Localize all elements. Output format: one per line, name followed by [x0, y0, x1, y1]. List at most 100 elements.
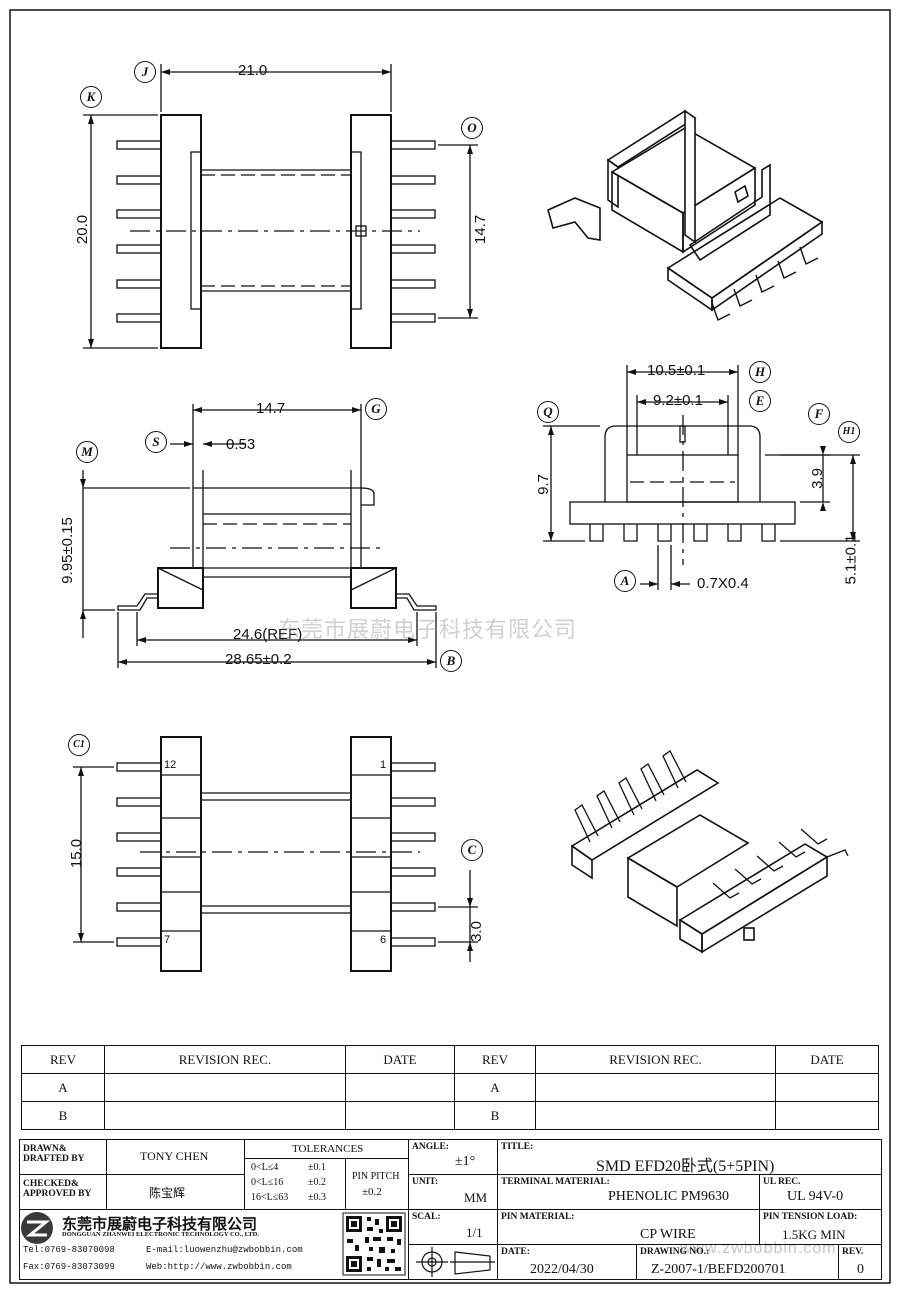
pin-pitch-label: PIN PITCH	[352, 1171, 400, 1182]
tension-cell: PIN TENSION LOAD: 1.5KG MIN	[759, 1209, 882, 1245]
dim-bottom-height: 15.0	[68, 838, 86, 869]
bubble-m: M	[76, 441, 98, 463]
dim-front-height: 9.95±0.15	[58, 517, 76, 584]
drawn-label: DRAWN& DRAFTED BY	[23, 1144, 85, 1164]
dim-top-pitch: 14.7	[472, 214, 490, 245]
rev-cell: REV. 0	[838, 1244, 882, 1280]
rev-cell: A	[21, 1073, 105, 1102]
bubble-j: J	[134, 61, 156, 83]
dim-front-offset: 0.53	[226, 436, 256, 453]
revision-rec-header-2: REVISION REC.	[535, 1045, 776, 1074]
tol-range-2: 0<L≤16	[251, 1177, 284, 1188]
tolerances-header-cell: TOLERANCES	[244, 1139, 409, 1159]
date-cell	[775, 1073, 879, 1102]
drawn-value: TONY CHEN	[140, 1149, 209, 1163]
tol-range-3: 16<L≤63	[251, 1192, 289, 1203]
revision-rec-cell	[535, 1073, 776, 1102]
pin-pitch-value: ±0.2	[362, 1186, 382, 1198]
dim-top-height: 20.0	[74, 214, 92, 245]
pin-label-1: 1	[380, 759, 387, 771]
dim-pin-size: 0.7X0.4	[697, 575, 749, 592]
projection-cell	[408, 1244, 498, 1280]
rev-cell: B	[454, 1101, 536, 1130]
revision-table: REV REVISION REC. DATE REV REVISION REC.…	[21, 1045, 879, 1130]
company-name-cn: 东莞市展蔚电子科技有限公司	[62, 1216, 258, 1233]
dim-side-inner: 9.2±0.1	[653, 392, 703, 409]
dim-total-width: 28.65±0.2	[225, 651, 292, 668]
rev-value: 0	[857, 1262, 864, 1277]
ul-cell: UL REC. UL 94V-0	[759, 1174, 882, 1210]
unit-label: UNIT:	[412, 1177, 439, 1187]
rev-header: REV	[21, 1045, 105, 1074]
revision-header-row: REV REVISION REC. DATE REV REVISION REC.…	[21, 1045, 879, 1074]
qr-code	[342, 1212, 406, 1276]
angle-cell: ANGLE: ±1°	[408, 1139, 498, 1175]
company-name-en: DONGGUAN ZHANWEI ELECTRONIC TECHNOLOGY C…	[62, 1231, 259, 1238]
bubble-s: S	[145, 431, 167, 453]
projection-symbol	[416, 1247, 495, 1277]
iso-view-bottom	[570, 750, 849, 954]
drawing-number-label: DRAWING NO.:	[640, 1247, 710, 1257]
drawing-number-value: Z-2007-1/BEFD200701	[651, 1262, 786, 1277]
drawing-title: SMD EFD20卧式(5+5PIN)	[596, 1158, 775, 1175]
front-view	[82, 404, 437, 668]
revision-row: A A	[21, 1073, 879, 1102]
tolerances-values-cell: 0<L≤4 ±0.1 0<L≤16 ±0.2 16<L≤63 ±0.3	[244, 1158, 346, 1210]
terminal-material-cell: TERMINAL MATERIAL: PHENOLIC PM9630	[497, 1174, 760, 1210]
bubble-o: O	[461, 117, 483, 139]
company-web: Web:http://www.zwbobbin.com	[146, 1262, 292, 1272]
iso-view-top	[547, 109, 824, 321]
tension-label: PIN TENSION LOAD:	[763, 1212, 858, 1222]
dim-bottom-pitch: 3.0	[467, 921, 485, 942]
bubble-b: B	[440, 650, 462, 672]
bubble-f: F	[808, 403, 830, 425]
checked-label-cell: CHECKED& APPROVED BY	[19, 1174, 107, 1210]
title-cell: TITLE: SMD EFD20卧式(5+5PIN)	[497, 1139, 882, 1175]
tension-value: 1.5KG MIN	[782, 1227, 846, 1242]
company-logo	[21, 1212, 53, 1244]
bubble-a: A	[614, 570, 636, 592]
pin-material-label: PIN MATERIAL:	[501, 1212, 575, 1222]
bubble-h: H	[749, 361, 771, 383]
watermark-company: 东莞市展蔚电子科技有限公司	[278, 617, 578, 642]
revision-rec-cell	[535, 1101, 776, 1130]
ul-value: UL 94V-0	[787, 1189, 844, 1204]
top-view	[83, 64, 478, 349]
tol-value-3: ±0.3	[308, 1192, 326, 1203]
terminal-material-value: PHENOLIC PM9630	[608, 1189, 729, 1204]
rev-cell: A	[454, 1073, 536, 1102]
title-label: TITLE:	[501, 1142, 534, 1152]
revision-rec-cell	[104, 1073, 346, 1102]
date-value: 2022/04/30	[530, 1262, 594, 1277]
pin-label-12: 12	[164, 759, 177, 771]
ul-label: UL REC.	[763, 1177, 801, 1187]
date-label: DATE:	[501, 1247, 530, 1257]
dim-side-height: 9.7	[534, 474, 552, 495]
drawing-number-cell: DRAWING NO.: Z-2007-1/BEFD200701	[636, 1244, 839, 1280]
drawn-value-cell: TONY CHEN	[106, 1139, 245, 1175]
scale-cell: SCAL: 1/1	[408, 1209, 498, 1245]
dim-ref-width: 24.6(REF)	[233, 626, 303, 643]
dim-front-width: 14.7	[256, 400, 286, 417]
bubble-g: G	[365, 398, 387, 420]
revision-rec-cell	[104, 1101, 346, 1130]
pin-label-7: 7	[164, 934, 171, 946]
dim-side-outer: 10.5±0.1	[647, 362, 706, 379]
dim-side-total: 5.1±0.1	[842, 534, 860, 585]
angle-label: ANGLE:	[412, 1142, 449, 1152]
checked-value: 陈宝辉	[149, 1186, 186, 1200]
drawn-label-cell: DRAWN& DRAFTED BY	[19, 1139, 107, 1175]
pin-pitch-cell: PIN PITCH ±0.2	[345, 1158, 409, 1210]
tol-value-1: ±0.1	[308, 1162, 326, 1173]
rev-label: REV.	[842, 1247, 864, 1257]
angle-value: ±1°	[455, 1154, 476, 1169]
bubble-e: E	[749, 390, 771, 412]
revision-rec-header: REVISION REC.	[104, 1045, 346, 1074]
dim-side-gap: 3.9	[808, 468, 826, 489]
pin-label-6: 6	[380, 934, 387, 946]
pin-material-value: CP WIRE	[640, 1227, 696, 1242]
bubble-q: Q	[537, 401, 559, 423]
bubble-c1: C1	[68, 734, 90, 756]
unit-cell: UNIT: MM	[408, 1174, 498, 1210]
